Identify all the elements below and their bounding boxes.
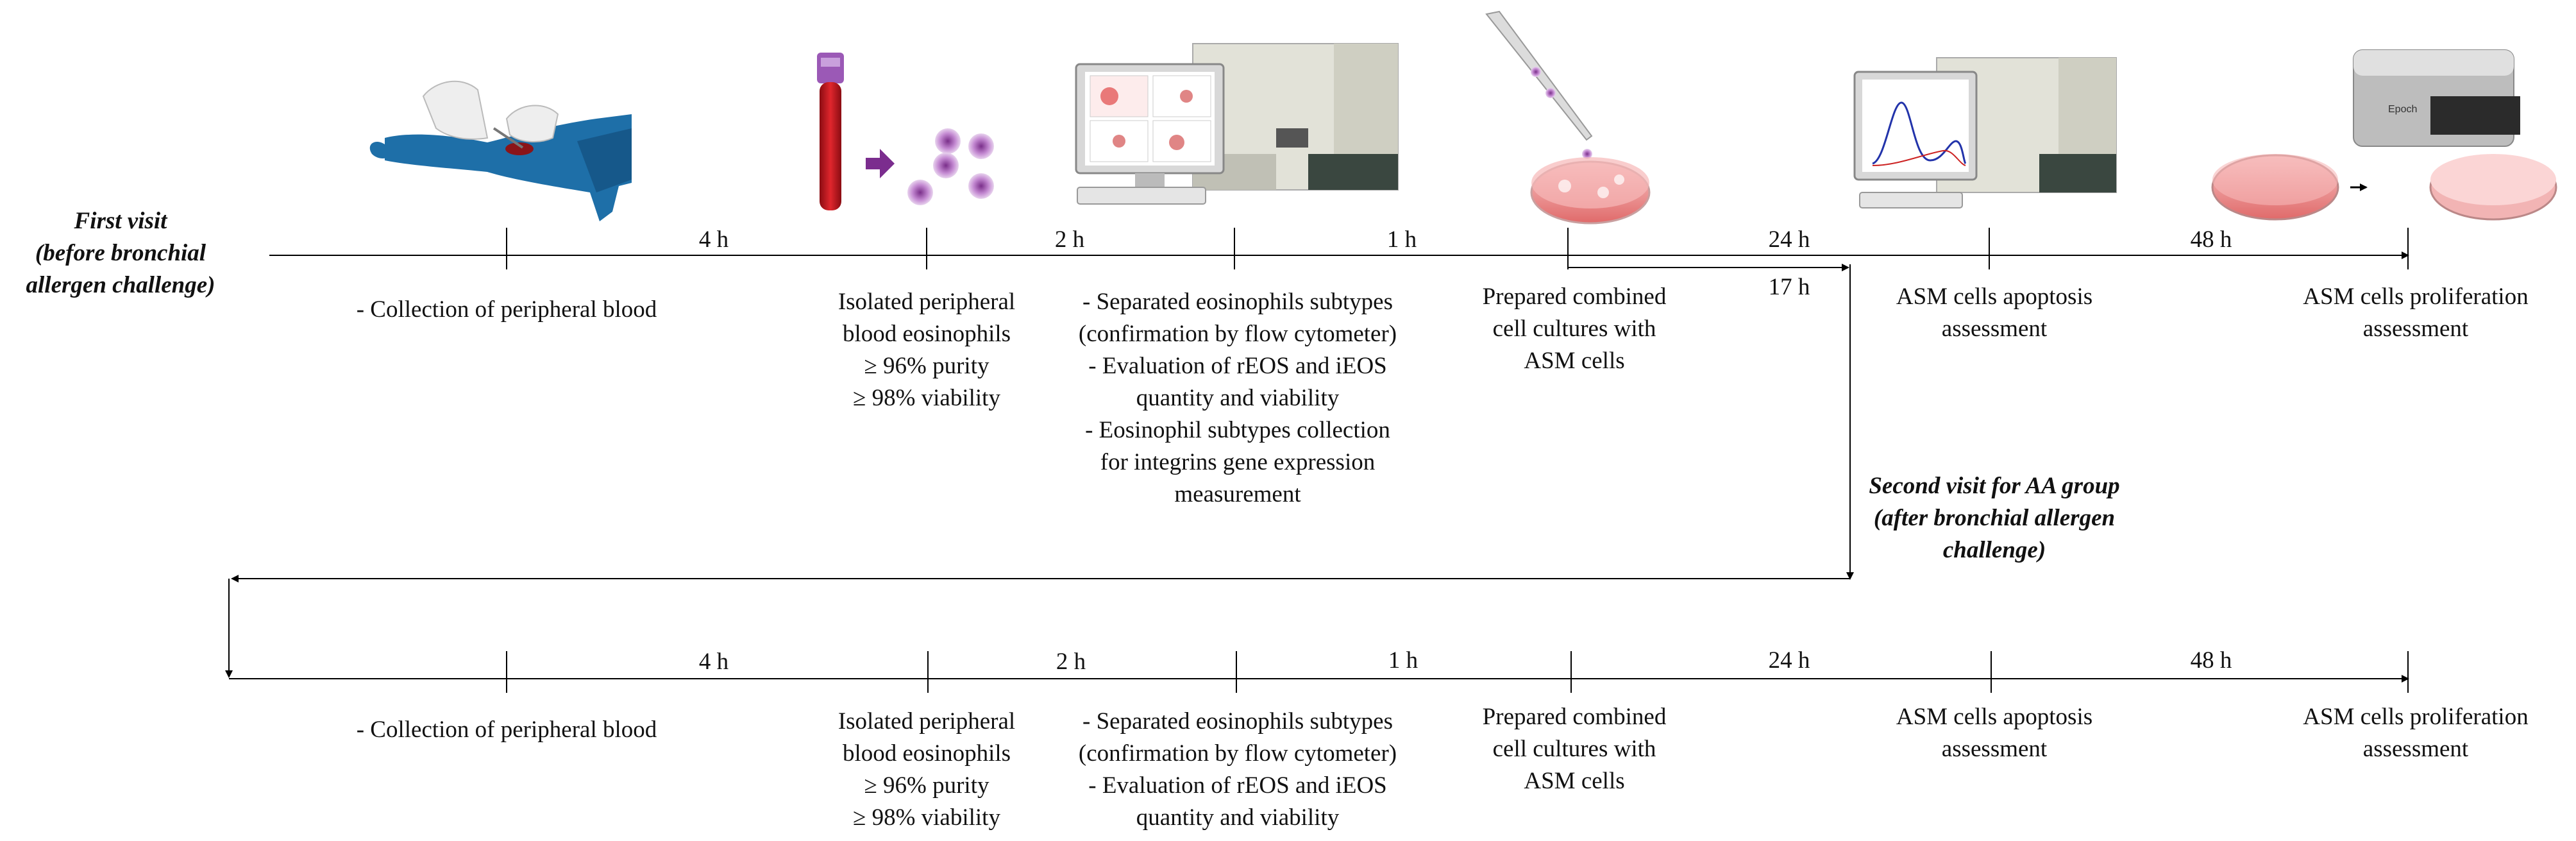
- duration-label: 1 h: [1388, 647, 1418, 674]
- blood-tube-icon: [817, 53, 844, 210]
- second-visit-title-line: (after bronchial allergen: [1873, 505, 2116, 531]
- duration-label: 24 h: [1768, 226, 1810, 253]
- duration-label: 17 h: [1768, 274, 1810, 300]
- step-line: ≥ 96% purity: [864, 353, 989, 379]
- step-separation-label: - Separated eosinophils subtypes (confir…: [1045, 706, 1430, 834]
- step-separation-label: - Separated eosinophils subtypes (confir…: [1045, 286, 1430, 511]
- step-line: assessment: [2362, 316, 2469, 342]
- step-line: - Collection of peripheral blood: [356, 296, 657, 323]
- duration-label: 4 h: [698, 649, 729, 675]
- duration-label: 4 h: [698, 226, 729, 253]
- step-line: assessment: [2362, 736, 2469, 762]
- timeline-ticks-first: [506, 228, 2409, 269]
- step-line: ≥ 98% viability: [853, 385, 1000, 411]
- step-line: ASM cells apoptosis: [1896, 284, 2093, 310]
- step-line: ASM cells apoptosis: [1896, 704, 2093, 730]
- eosinophil-cells-icon: [907, 128, 994, 205]
- duration-label: 24 h: [1768, 647, 1810, 674]
- step-line: - Eosinophil subtypes collection: [1085, 417, 1390, 443]
- step-collection-label: - Collection of peripheral blood: [333, 294, 680, 326]
- step-line: quantity and viability: [1136, 385, 1340, 411]
- petri-dish-icon: [1530, 157, 1651, 225]
- step-isolation-label: Isolated peripheral blood eosinophils ≥ …: [792, 706, 1061, 834]
- step-line: quantity and viability: [1136, 804, 1340, 831]
- first-visit-title-line: First visit: [74, 208, 167, 234]
- step-line: Prepared combined: [1482, 284, 1667, 310]
- duration-label: 48 h: [2190, 647, 2232, 674]
- step-line: measurement: [1174, 481, 1301, 507]
- step-proliferation-label: ASM cells proliferation assessment: [2275, 281, 2557, 345]
- timeline-ticks-second: [506, 651, 2409, 693]
- first-visit-title-line: allergen challenge): [26, 272, 215, 298]
- flow-cytometer-icon: [1192, 43, 1399, 191]
- step-line: cell cultures with: [1492, 736, 1656, 762]
- step-line: - Evaluation of rEOS and iEOS: [1088, 772, 1387, 799]
- step-isolation-label: Isolated peripheral blood eosinophils ≥ …: [792, 286, 1061, 414]
- step-apoptosis-label: ASM cells apoptosis assessment: [1853, 281, 2135, 345]
- apoptosis-cytometer-icon: [1853, 57, 2117, 208]
- first-visit-title-line: (before bronchial: [35, 240, 206, 266]
- duration-label: 2 h: [1054, 226, 1085, 253]
- duration-label: 1 h: [1386, 226, 1417, 253]
- purple-arrow-icon: [866, 149, 895, 178]
- step-line: ASM cells proliferation: [2303, 284, 2529, 310]
- step-line: - Collection of peripheral blood: [356, 717, 657, 743]
- step-line: for integrins gene expression: [1100, 449, 1376, 475]
- step-line: cell cultures with: [1492, 316, 1656, 342]
- culture-dishes-icon: [2211, 154, 2557, 221]
- step-line: ASM cells: [1524, 768, 1625, 794]
- step-line: assessment: [1941, 316, 2048, 342]
- step-line: ASM cells: [1524, 348, 1625, 374]
- epoch-brand-text: Epoch: [2388, 104, 2417, 115]
- step-line: Prepared combined: [1482, 704, 1667, 730]
- first-visit-title: First visit (before bronchial allergen c…: [5, 205, 236, 302]
- second-visit-title: Second visit for AA group (after bronchi…: [1847, 470, 2142, 566]
- step-line: - Separated eosinophils subtypes: [1082, 289, 1393, 315]
- step-line: Isolated peripheral: [838, 708, 1016, 735]
- blood-draw-arm-icon: [369, 80, 632, 221]
- second-visit-title-line: Second visit for AA group: [1869, 473, 2120, 499]
- step-line: - Evaluation of rEOS and iEOS: [1088, 353, 1387, 379]
- computer-monitor-icon: [1075, 63, 1225, 205]
- step-collection-label: - Collection of peripheral blood: [333, 714, 680, 746]
- step-line: blood eosinophils: [842, 321, 1011, 347]
- step-line: ≥ 96% purity: [864, 772, 989, 799]
- step-line: blood eosinophils: [842, 740, 1011, 767]
- pipette-icon: [1485, 10, 1593, 159]
- step-line: Isolated peripheral: [838, 289, 1016, 315]
- step-line: (confirmation by flow cytometer): [1078, 321, 1397, 347]
- plate-reader-icon: Epoch: [2353, 49, 2520, 147]
- step-line: ASM cells proliferation: [2303, 704, 2529, 730]
- step-line: (confirmation by flow cytometer): [1078, 740, 1397, 767]
- step-proliferation-label: ASM cells proliferation assessment: [2275, 701, 2557, 765]
- step-line: assessment: [1941, 736, 2048, 762]
- duration-label: 2 h: [1056, 649, 1086, 675]
- step-apoptosis-label: ASM cells apoptosis assessment: [1853, 701, 2135, 765]
- second-visit-title-line: challenge): [1942, 537, 2046, 563]
- duration-label: 48 h: [2190, 226, 2232, 253]
- step-coculture-label: Prepared combined cell cultures with ASM…: [1446, 701, 1703, 797]
- step-line: ≥ 98% viability: [853, 804, 1000, 831]
- step-line: - Separated eosinophils subtypes: [1082, 708, 1393, 735]
- step-coculture-label: Prepared combined cell cultures with ASM…: [1446, 281, 1703, 377]
